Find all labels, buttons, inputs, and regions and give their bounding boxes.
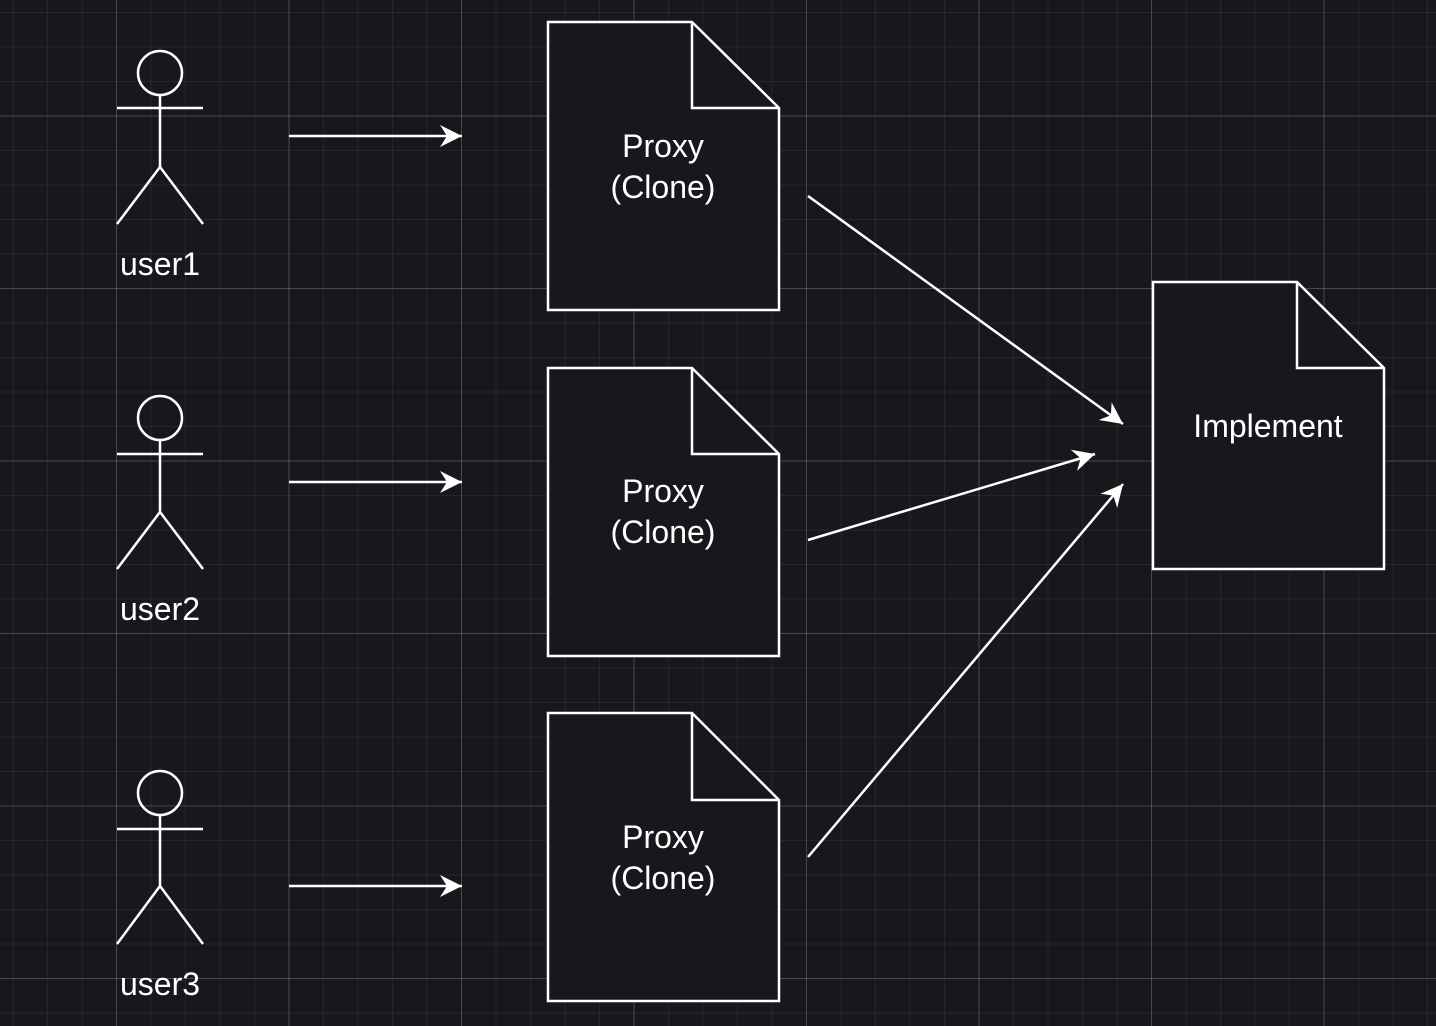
- user1-label: user1: [120, 246, 200, 282]
- stick-figure-icon: [115, 769, 205, 945]
- user3-label: user3: [120, 966, 200, 1002]
- proxy3-to-implement-arrow: [807, 483, 1124, 858]
- implement-label: Implement: [1193, 408, 1343, 444]
- proxy2-to-implement-arrow: [807, 449, 1096, 542]
- proxy3-label-line1: Proxy: [622, 819, 704, 855]
- proxy1-label-line1: Proxy: [622, 128, 704, 164]
- user2-label: user2: [120, 591, 200, 627]
- proxy3-document: Proxy (Clone): [546, 711, 781, 1003]
- proxy1-to-implement-arrow: [807, 194, 1124, 426]
- stick-figure-icon: [116, 394, 204, 570]
- user3-actor: user3: [115, 769, 205, 1002]
- stick-figure-icon: [116, 49, 204, 225]
- proxy1-label-line2: (Clone): [611, 169, 716, 205]
- implement-document: Implement: [1151, 280, 1386, 571]
- proxy2-label-line2: (Clone): [611, 514, 716, 550]
- proxy2-label-line1: Proxy: [622, 473, 704, 509]
- user1-actor: user1: [116, 49, 204, 282]
- user2-actor: user2: [116, 394, 204, 627]
- proxy2-document: Proxy (Clone): [546, 366, 781, 658]
- proxy3-label-line2: (Clone): [611, 860, 716, 896]
- proxy1-document: Proxy (Clone): [546, 20, 781, 312]
